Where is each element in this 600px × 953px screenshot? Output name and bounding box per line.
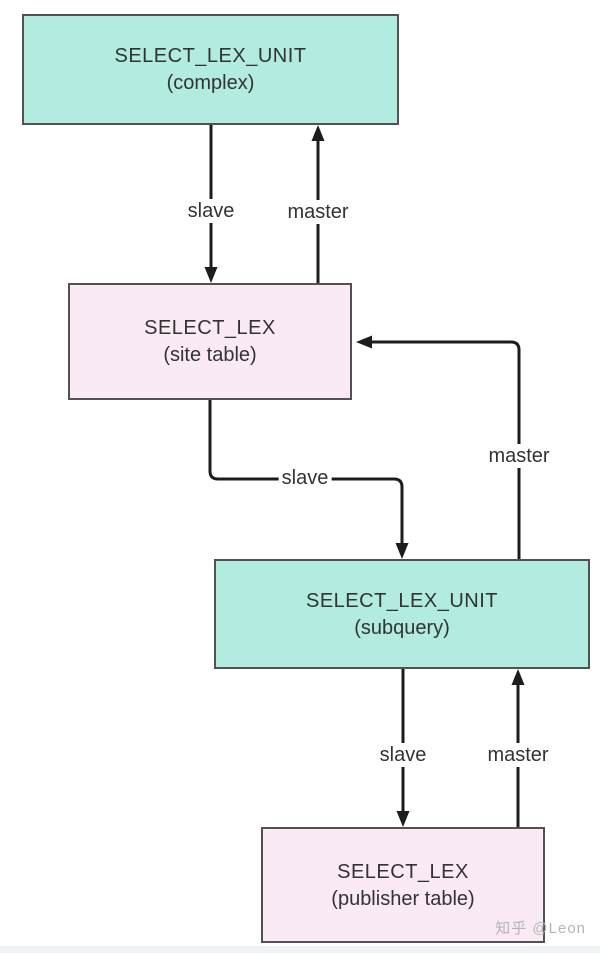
node-title: SELECT_LEX_UNIT [114, 45, 307, 67]
node-subtitle: (complex) [166, 72, 255, 94]
edge-label-slave: slave [376, 743, 430, 767]
edge-slave-subquery-to-publisher [396, 669, 410, 827]
node-title: SELECT_LEX [144, 317, 276, 339]
bottom-edge-strip [0, 946, 600, 953]
edge-label-master: master [284, 200, 352, 224]
node-select-lex-site-table: SELECT_LEX (site table) [68, 283, 352, 400]
node-select-lex-unit-subquery: SELECT_LEX_UNIT (subquery) [214, 559, 590, 669]
node-select-lex-unit-complex: SELECT_LEX_UNIT (complex) [22, 14, 399, 125]
node-title: SELECT_LEX [337, 860, 469, 883]
edge-slave-complex-to-site [204, 125, 218, 283]
node-subtitle: (site table) [163, 344, 257, 366]
zhihu-watermark: 知乎 @Leon [495, 920, 586, 937]
edge-label-slave: slave [184, 199, 238, 223]
edge-label-master: master [485, 444, 553, 468]
edge-label-slave: slave [278, 466, 332, 490]
node-subtitle: (subquery) [354, 616, 450, 639]
edge-label-master: master [484, 743, 552, 767]
node-title: SELECT_LEX_UNIT [305, 589, 498, 612]
edge-master-subquery-to-site [356, 335, 521, 559]
node-subtitle: (publisher table) [331, 887, 475, 910]
node-select-lex-publisher-table: SELECT_LEX (publisher table) [261, 827, 545, 943]
